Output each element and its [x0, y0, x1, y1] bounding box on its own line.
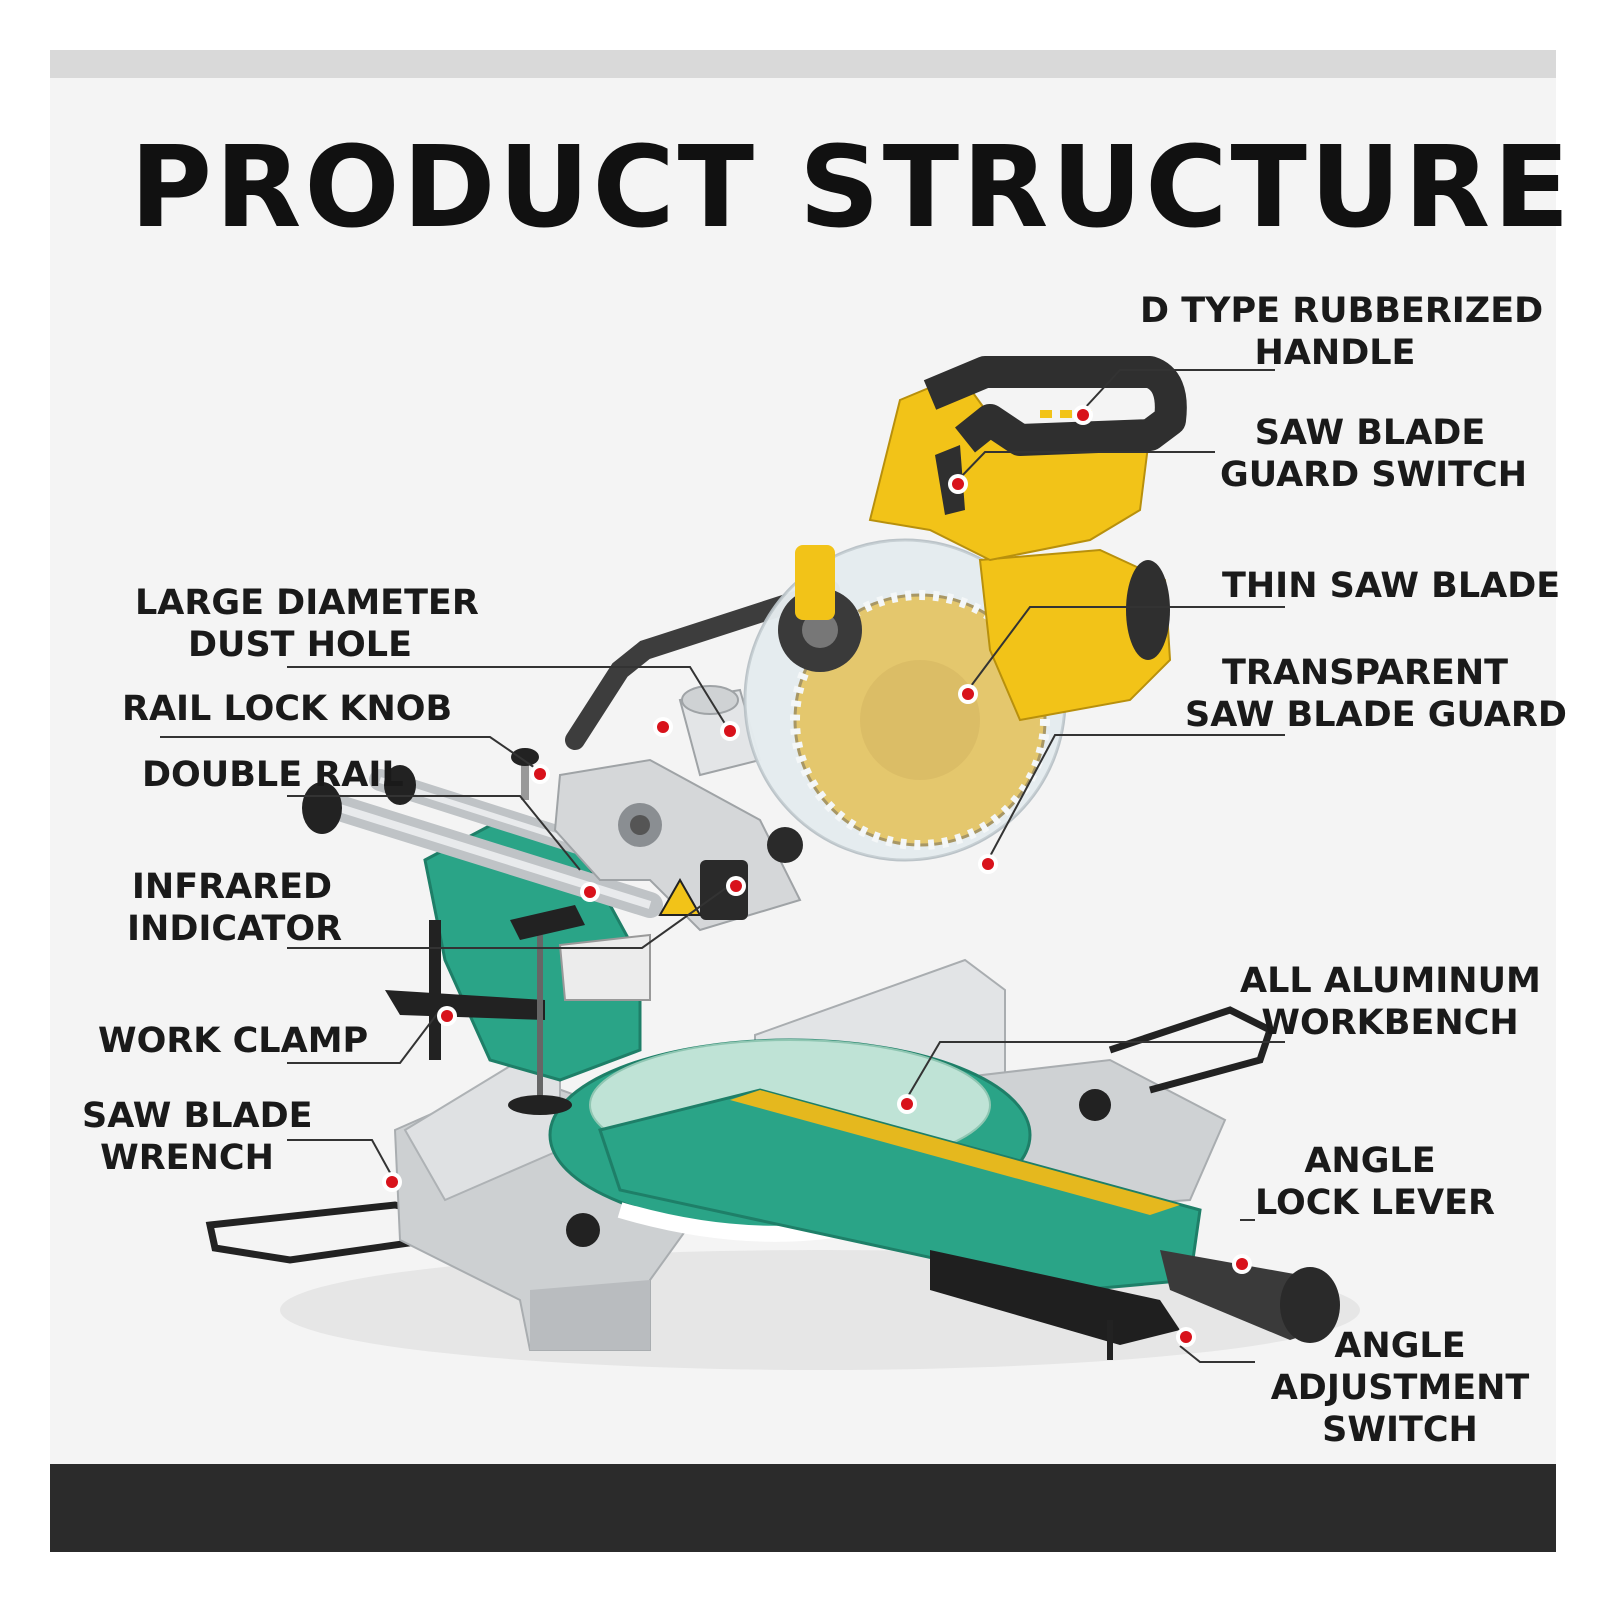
page-title: PRODUCT STRUCTURE — [130, 123, 1573, 253]
marker-rail-lock — [530, 764, 550, 784]
leader-guard-switch — [957, 451, 1215, 481]
label-line: ADJUSTMENT — [1270, 1368, 1530, 1408]
label-line: RAIL LOCK KNOB — [122, 689, 453, 729]
label-line: WRENCH — [100, 1138, 274, 1178]
leader-infrared — [287, 887, 727, 949]
marker-adjust-switch — [1176, 1327, 1196, 1347]
leader-wrench — [287, 1139, 394, 1179]
label-rubberized-handle: D TYPE RUBBERIZED HANDLE — [1140, 290, 1544, 374]
marker-workbench — [897, 1094, 917, 1114]
label-infrared-indicator: INFRARED INDICATOR — [127, 866, 343, 950]
marker-work-clamp — [437, 1006, 457, 1026]
label-line: THIN SAW BLADE — [1222, 566, 1561, 606]
miter-saw-illustration — [205, 356, 1360, 1370]
leader-handle — [1082, 369, 1275, 411]
label-double-rail: DOUBLE RAIL — [142, 754, 404, 796]
label-line: ALL ALUMINUM — [1240, 961, 1541, 1001]
label-aluminum-workbench: ALL ALUMINUM WORKBENCH — [1240, 960, 1541, 1044]
label-line: GUARD SWITCH — [1220, 455, 1528, 495]
leader-dust-hole — [287, 666, 728, 728]
label-line: SAW BLADE — [82, 1096, 313, 1136]
marker-double-rail — [580, 882, 600, 902]
label-line: ANGLE — [1304, 1141, 1436, 1181]
leader-adjust-switch — [1179, 1345, 1255, 1363]
label-line: SAW BLADE GUARD — [1185, 695, 1567, 735]
label-line: INDICATOR — [127, 909, 343, 949]
label-line: LARGE DIAMETER — [135, 583, 479, 623]
label-line: SWITCH — [1322, 1410, 1478, 1450]
label-line: ANGLE — [1334, 1326, 1466, 1366]
leader-workbench — [906, 1041, 1285, 1099]
label-line: LOCK LEVER — [1255, 1183, 1495, 1223]
leader-lines — [160, 369, 1285, 1363]
marker-transparent-guard — [978, 854, 998, 874]
bottom-bar — [50, 1464, 1556, 1552]
leader-thin-blade — [967, 606, 1285, 691]
label-line: D TYPE RUBBERIZED — [1140, 291, 1544, 331]
label-rail-lock-knob: RAIL LOCK KNOB — [122, 688, 452, 730]
label-guard-switch: SAW BLADE GUARD SWITCH — [1220, 412, 1528, 496]
callout-markers — [382, 405, 1252, 1347]
marker-infrared — [726, 876, 746, 896]
marker-wrench — [382, 1172, 402, 1192]
marker-arm — [653, 717, 673, 737]
marker-dust-hole — [720, 721, 740, 741]
leader-work-clamp — [287, 1009, 441, 1064]
leader-transparent-guard — [987, 734, 1285, 861]
label-dust-hole: LARGE DIAMETER DUST HOLE — [135, 582, 479, 666]
label-line: DOUBLE RAIL — [142, 755, 404, 795]
label-angle-adjustment-switch: ANGLE ADJUSTMENT SWITCH — [1265, 1325, 1535, 1451]
label-line: INFRARED — [131, 867, 333, 907]
marker-guard-switch — [948, 474, 968, 494]
top-bar — [50, 50, 1556, 78]
label-saw-blade-wrench: SAW BLADE WRENCH — [82, 1095, 313, 1179]
label-angle-lock-lever: ANGLE LOCK LEVER — [1255, 1140, 1495, 1224]
label-line: TRANSPARENT — [1222, 653, 1508, 693]
label-line: WORK CLAMP — [98, 1021, 369, 1061]
label-work-clamp: WORK CLAMP — [98, 1020, 368, 1062]
label-thin-saw-blade: THIN SAW BLADE — [1222, 565, 1560, 607]
marker-handle — [1073, 405, 1093, 425]
label-line: HANDLE — [1254, 333, 1416, 373]
leader-double-rail — [287, 795, 581, 871]
label-line: DUST HOLE — [188, 625, 412, 665]
label-line: SAW BLADE — [1254, 413, 1486, 453]
marker-lock-lever — [1232, 1254, 1252, 1274]
leader-rail-lock — [160, 736, 539, 771]
marker-thin-blade — [958, 684, 978, 704]
label-transparent-guard: TRANSPARENT SAW BLADE GUARD — [1185, 652, 1567, 736]
label-line: WORKBENCH — [1261, 1003, 1519, 1043]
